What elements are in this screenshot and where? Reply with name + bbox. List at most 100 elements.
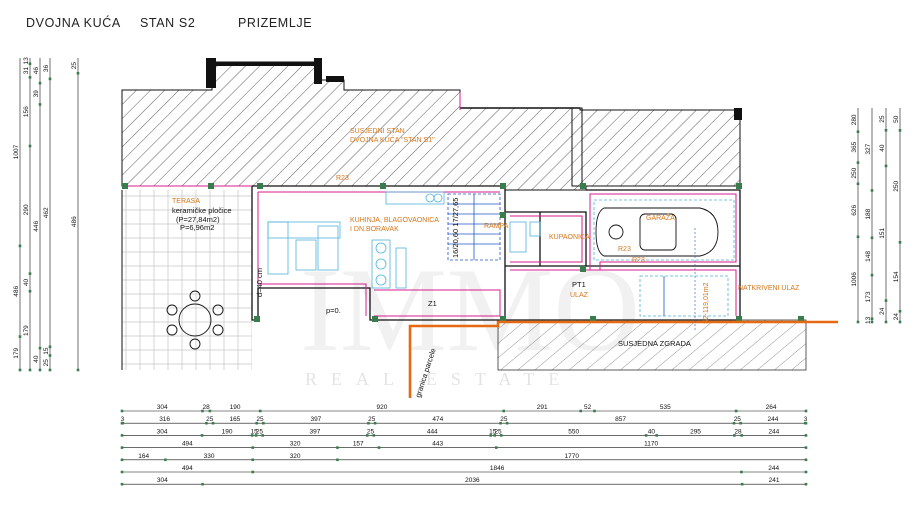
dimension-label: 40 [33, 355, 40, 363]
dimension-tick [499, 434, 503, 437]
dimension-label: 443 [432, 441, 443, 448]
dimension-label: 40 [879, 144, 886, 152]
dimension-label: 304 [157, 404, 168, 411]
label-neighbor-1: SUSJEDNI STAN [350, 128, 405, 135]
dimension-tick [804, 446, 808, 449]
dimension-label: 316 [159, 416, 170, 423]
dimension-tick [38, 368, 42, 372]
label-plot-area: S2-119,01m2 [703, 282, 710, 324]
dimension-label: 40 [23, 278, 30, 286]
dimension-label: 39 [33, 90, 40, 98]
dimension-label: 15 [489, 428, 497, 435]
dimension-tick [258, 409, 262, 413]
dimension-tick [48, 368, 52, 372]
dimension-label: 25 [500, 416, 508, 423]
dimension-tick [884, 164, 888, 168]
dimension-label: 327 [865, 143, 872, 154]
neighbor-building-area [497, 319, 807, 371]
dimension-tick [251, 470, 255, 474]
dimension-label: 25 [368, 416, 376, 423]
dimension-label: 179 [13, 347, 20, 358]
dimension-label: 304 [157, 428, 168, 435]
dimension-label: 25 [494, 428, 502, 435]
furniture [267, 191, 735, 317]
dimension-tick [499, 421, 502, 425]
dimension-label: 1170 [644, 441, 658, 448]
dimension-tick [870, 320, 874, 324]
label-kitchen-2: I DN.BORAVAK [350, 226, 399, 233]
dimension-label: 25 [879, 115, 886, 123]
dimension-tick [28, 144, 32, 148]
dimension-label: 15 [43, 347, 50, 355]
dimension-tick [870, 189, 874, 192]
dimension-label: 157 [353, 441, 364, 448]
dimension-tick [28, 289, 32, 293]
label-garage: GARAŽA [646, 213, 675, 222]
dimension-label: 188 [865, 208, 872, 219]
dimension-tick [870, 273, 874, 277]
dimension-label: 857 [615, 416, 626, 423]
dimension-label: 2036 [465, 477, 480, 484]
dimension-tick [804, 458, 808, 462]
title-unit: STAN S2 [140, 16, 196, 30]
dimension-label: 626 [851, 204, 858, 215]
dimension-label: 15 [250, 428, 258, 435]
dimension-tick [121, 421, 125, 425]
dimension-tick [211, 421, 215, 425]
dimension-label: 173 [865, 291, 872, 302]
dimension-label: 1007 [13, 144, 20, 159]
dimension-label: 46 [33, 67, 40, 75]
dimension-tick [593, 409, 596, 413]
dimension-tick [18, 335, 22, 338]
stair-note: 16/20,60 17/27,65 [451, 198, 460, 258]
dimension-label: 397 [310, 416, 321, 423]
dimension-tick [38, 346, 42, 350]
dimension-tick [870, 317, 874, 321]
label-covered-entrance: NATKRIVENI ULAZ [738, 285, 800, 292]
dimension-tick [884, 299, 888, 302]
dimension-label: 40 [648, 428, 656, 435]
dimension-label: 3 [804, 416, 808, 423]
dimension-tick [489, 434, 493, 437]
dimension-tick [367, 421, 370, 425]
dimension-label: 179 [23, 325, 30, 336]
dimension-tick [884, 128, 888, 132]
dimension-tick [365, 434, 369, 437]
dimension-tick [493, 434, 496, 437]
title-floor: PRIZEMLJE [238, 16, 313, 30]
dimension-tick [254, 434, 258, 437]
dimension-tick [120, 458, 124, 462]
dimension-tick [120, 482, 124, 486]
dimension-label: 25 [256, 416, 264, 423]
dimension-tick [76, 71, 80, 75]
dimension-label: 25 [367, 428, 375, 435]
dimension-label: 244 [768, 465, 779, 472]
dimension-label: 31 [23, 67, 30, 75]
dimension-tick [250, 434, 254, 437]
tag-d40: d=40 cm [255, 268, 264, 297]
dimension-tick [804, 482, 808, 486]
dimension-tick [48, 77, 52, 81]
dimension-label: 154 [893, 271, 900, 282]
dimension-tick [739, 421, 742, 425]
dimension-tick [373, 421, 377, 425]
dimension-label: 1770 [565, 453, 580, 460]
dimension-label: 190 [230, 404, 241, 411]
label-neighbor-building: SUSJEDNA ZGRADA [618, 339, 691, 348]
dimension-label: 25 [71, 62, 78, 70]
dimension-label: 1006 [851, 272, 858, 287]
dimension-tick [120, 409, 124, 413]
dimension-label: 244 [767, 416, 778, 423]
dimension-label: 25 [256, 428, 264, 435]
dimension-label: 486 [71, 216, 78, 227]
left-dimension-chains: 1007486179133115629040179463944640364621… [13, 57, 80, 372]
dimension-tick [740, 434, 744, 437]
dimension-tick [164, 458, 167, 462]
dimension-label: 1846 [490, 465, 505, 472]
dimension-tick [28, 76, 32, 79]
dimension-tick [898, 129, 902, 132]
dimension-label: 444 [427, 428, 438, 435]
dimension-label: 50 [893, 115, 900, 123]
